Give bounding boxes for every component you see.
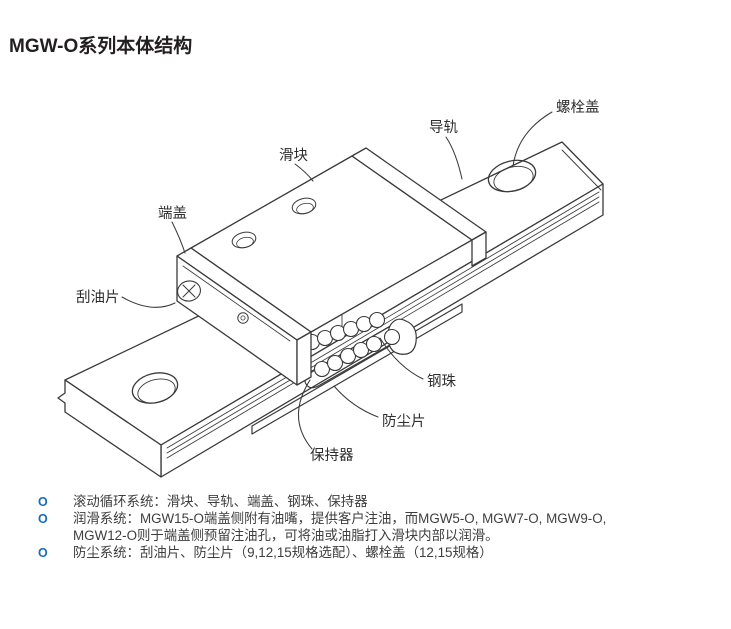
steel-balls-lower-row bbox=[313, 335, 383, 378]
note-text: 润滑系统：MGW15-O端盖侧附有油嘴，提供客户注油，而MGW5-O, MGW7… bbox=[73, 511, 607, 543]
block-drawing bbox=[176, 147, 487, 386]
end-cap-screw bbox=[177, 280, 201, 302]
block-mounting-holes bbox=[231, 197, 317, 249]
note-lubrication-system: O 润滑系统：MGW15-O端盖侧附有油嘴，提供客户注油，而MGW5-O, MG… bbox=[38, 511, 638, 544]
rail-bolt-hole-left bbox=[131, 372, 179, 404]
bullet-icon: O bbox=[38, 495, 48, 509]
note-dustproof-system: O 防尘系统：刮油片、防尘片（9,12,15规格选配）、螺栓盖（12,15规格） bbox=[38, 545, 638, 561]
leader-bolt-cover bbox=[512, 111, 553, 167]
feature-notes: O 滚动循环系统：滑块、导轨、端盖、钢珠、保持器 O 润滑系统：MGW15-O端… bbox=[38, 494, 638, 563]
leader-dust-plate bbox=[333, 385, 379, 418]
rail-end-face bbox=[57, 379, 162, 478]
leader-lines bbox=[121, 111, 553, 450]
leader-block bbox=[294, 163, 314, 182]
leader-end-cap bbox=[171, 221, 186, 254]
end-cap-right-face bbox=[471, 231, 487, 267]
note-text: 防尘系统：刮油片、防尘片（9,12,15规格选配）、螺栓盖（12,15规格） bbox=[73, 545, 493, 561]
label-retainer: 保持器 bbox=[310, 447, 354, 464]
leader-oil-scraper bbox=[121, 296, 176, 308]
leader-rail bbox=[445, 136, 463, 180]
grease-nipple bbox=[237, 312, 249, 324]
bullet-icon: O bbox=[38, 546, 48, 561]
part-labels: 螺栓盖 导轨 滑块 端盖 刮油片 钢珠 防尘片 保持器 bbox=[76, 99, 600, 464]
cutaway-internals bbox=[251, 303, 463, 435]
leader-retainer bbox=[298, 379, 313, 450]
label-steel-ball: 钢珠 bbox=[427, 373, 456, 390]
label-block: 滑块 bbox=[279, 147, 308, 164]
label-dust-plate: 防尘片 bbox=[382, 413, 426, 430]
end-cap-left-corner bbox=[296, 331, 312, 386]
label-bolt-cover: 螺栓盖 bbox=[556, 99, 600, 116]
bullet-icon: O bbox=[38, 512, 48, 527]
note-rolling-system: O 滚动循环系统：滑块、导轨、端盖、钢珠、保持器 bbox=[38, 494, 638, 510]
leader-steel-ball bbox=[379, 337, 424, 380]
rail-bolt-hole-right bbox=[487, 159, 537, 193]
label-end-cap: 端盖 bbox=[158, 205, 187, 222]
page-title: MGW-O系列本体结构 bbox=[9, 36, 193, 57]
label-oil-scraper: 刮油片 bbox=[76, 289, 120, 306]
turnaround-ball bbox=[383, 328, 401, 346]
label-rail: 导轨 bbox=[429, 119, 458, 136]
note-text: 滚动循环系统：滑块、导轨、端盖、钢珠、保持器 bbox=[73, 494, 368, 509]
